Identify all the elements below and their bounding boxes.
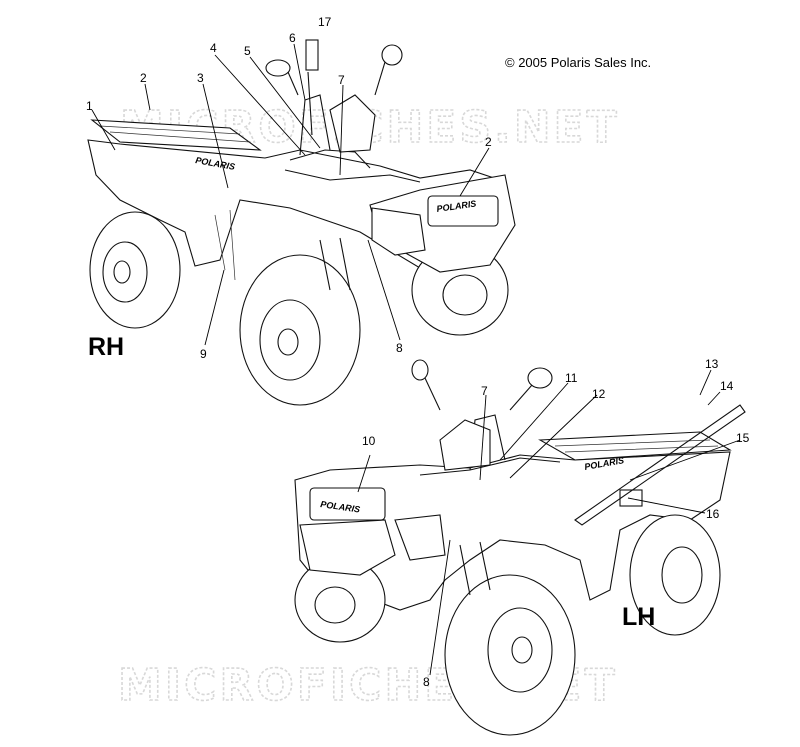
- lh-callout-10: 10: [362, 434, 376, 448]
- rh-callout-2a: 2: [140, 71, 147, 85]
- lh-callout-15: 15: [736, 431, 750, 445]
- rh-callout-3: 3: [197, 71, 204, 85]
- lh-view-label: LH: [622, 603, 655, 631]
- lh-callout-7: 7: [481, 384, 488, 398]
- rh-callout-17: 17: [318, 15, 332, 29]
- rh-callout-1: 1: [86, 99, 93, 113]
- rh-callout-9: 9: [200, 347, 207, 361]
- lh-callout-11: 11: [565, 371, 578, 385]
- atv-lh-drawing: POLARIS POLARIS: [294, 359, 732, 736]
- rh-callout-5: 5: [244, 44, 251, 58]
- rh-callout-4: 4: [210, 41, 217, 55]
- rh-callout-8: 8: [396, 341, 403, 355]
- copyright-notice: © 2005 Polaris Sales Inc.: [505, 55, 651, 70]
- atv-rh-drawing: POLARIS POLARIS: [87, 39, 516, 406]
- lh-callout-8: 8: [423, 675, 430, 689]
- lh-callout-14: 14: [720, 379, 734, 393]
- lh-leader-lines: [357, 369, 746, 676]
- lh-callout-13: 13: [705, 357, 719, 371]
- rh-leader-lines: [91, 43, 490, 346]
- rh-callout-6: 6: [289, 31, 296, 45]
- lh-callout-16: 16: [706, 507, 720, 521]
- rh-callout-7: 7: [338, 73, 345, 87]
- lh-callout-12: 12: [592, 387, 606, 401]
- rh-callout-2b: 2: [485, 135, 492, 149]
- rh-view-label: RH: [88, 333, 124, 361]
